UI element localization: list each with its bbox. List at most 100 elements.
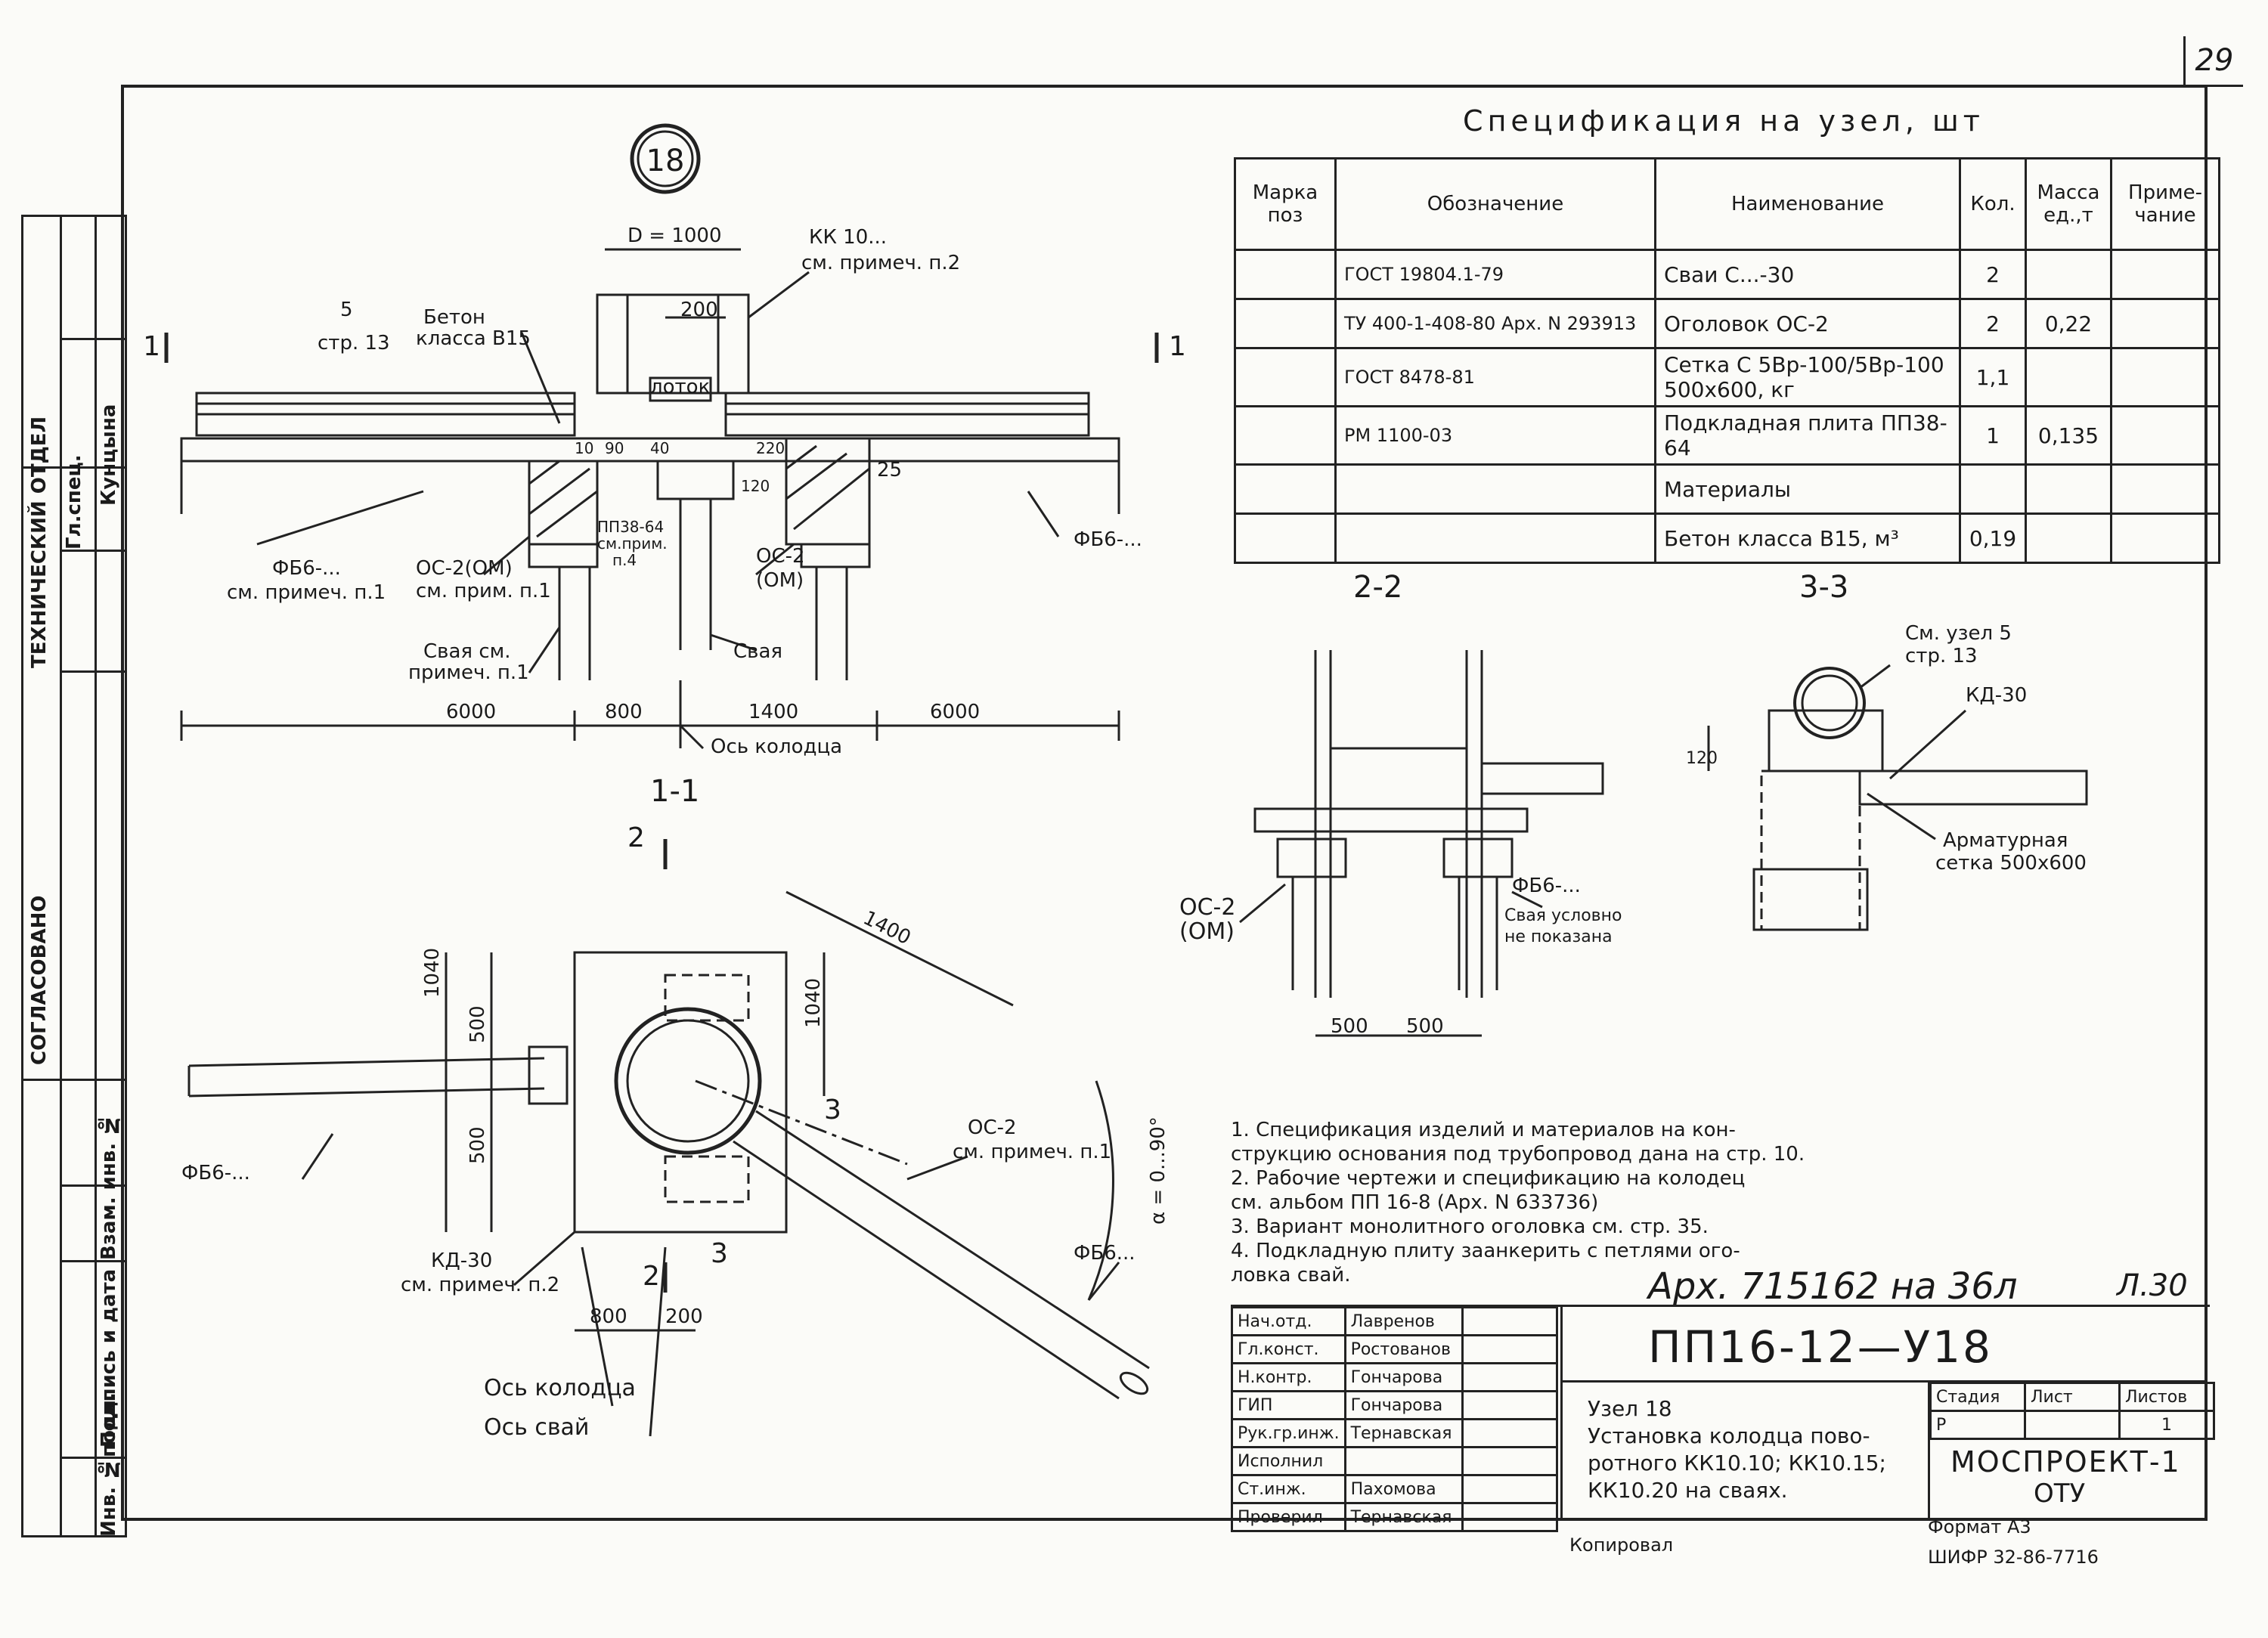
spec-header-designation: Обозначение [1334,157,1656,251]
dim-d90: 90 [605,439,624,457]
signer-role: Нач.отд. [1231,1306,1346,1336]
signer-row: Нач.отд.Лавренов [1231,1306,1558,1336]
node-number: 18 [646,144,685,178]
label-concrete-class: класса В15 [416,327,531,350]
dim-d25: 25 [877,459,902,481]
label-kd30-plan: КД-30 [431,1249,492,1272]
spec-cell-pos [1234,347,1337,407]
side-strip: ТЕХНИЧЕСКИЙ ОТДЕЛ Гл.спец. Кунцына СОГЛА… [21,215,127,1537]
label-fb6-plan-left: ФБ6-... [181,1162,250,1184]
label-kd30-plan-note: см. примеч. п.2 [401,1274,559,1296]
copied-label: Копировал [1569,1534,1674,1556]
dim-1040-right: 1040 [802,978,825,1028]
label-os2-om: (ОМ) [756,569,804,592]
signer-role: Гл.конст. [1231,1334,1346,1364]
spec-title: Спецификация на узел, шт [1463,104,1984,138]
signer-row: Н.контр.Гончарова [1231,1362,1558,1392]
spec-cell-mass [2025,347,2112,407]
signer-role: ГИП [1231,1390,1346,1420]
section-3-3-title: 3-3 [1799,570,1848,605]
signature-cell [1461,1306,1558,1336]
signer-row: Ст.инж.Пахомова [1231,1474,1558,1504]
label-pile: Свая [733,640,782,663]
label-concrete: Бетон [423,306,485,329]
stage-value: Р [1929,1410,2026,1440]
spec-cell-designation [1334,463,1656,515]
spec-cell-pos [1234,405,1337,466]
label-pile-note: примеч. п.1 [408,661,529,684]
signature-cell [1461,1418,1558,1448]
spec-row: Материалы [1234,463,2220,515]
dim-500-b: 500 [1406,1015,1444,1038]
spec-cell-designation: ГОСТ 19804.1-79 [1334,249,1656,300]
label-fb6-plan-right: ФБ6... [1074,1242,1136,1265]
label-os2-plan-note: см. примеч. п.1 [953,1141,1111,1163]
cut-mark-1-left: 1 [143,331,160,362]
signer-name: Пахомова [1343,1474,1464,1504]
spec-cell-name: Бетон класса В15, м³ [1654,512,1961,564]
signer-name: Гончарова [1343,1390,1464,1420]
spec-cell-name: Оголовок ОС-2 [1654,298,1961,349]
spec-cell-name: Сетка С 5Вр-100/5Вр-100 500х600, кг [1654,347,1961,407]
spec-cell-note [2110,512,2220,564]
signer-name: Гончарова [1343,1362,1464,1392]
signer-role: Проверил [1231,1502,1346,1532]
label-fb6-note: см. примеч. п.1 [227,581,386,604]
dim-6000-left: 6000 [446,701,496,723]
dim-d220: 220 [756,439,785,457]
label-om-sec22: (ОМ) [1179,918,1235,945]
label-pile-hidden: Свая условно [1504,906,1622,925]
signer-role: Исполнил [1231,1446,1346,1476]
signature-cell [1461,1362,1558,1392]
label-pp38-note2: п.4 [612,551,637,569]
spec-cell-note [2110,463,2220,515]
sheet-header: Лист [2024,1382,2121,1412]
sheet-value [2024,1410,2121,1440]
spec-header-note: Приме- чание [2110,157,2220,251]
spec-cell-note [2110,347,2220,407]
signer-row: Рук.гр.инж.Тернавская [1231,1418,1558,1448]
signer-row: Гл.конст.Ростованов [1231,1334,1558,1364]
label-fb6-right: ФБ6-... [1074,528,1142,551]
signature-cell [1461,1390,1558,1420]
section-2-2-title: 2-2 [1353,570,1402,605]
label-angle: α = 0...90° [1147,1116,1170,1225]
label-kd30: КД-30 [1966,684,2027,707]
note-line: струкцию основания под трубопровод дана … [1231,1143,1805,1166]
label-pile-see: Свая см. [423,640,511,663]
desc-line: ротного КК10.10; КК10.15; [1588,1451,1886,1475]
spec-cell-note [2110,298,2220,349]
sheet-ref: Л.30 [2117,1268,2188,1303]
spec-header-qty: Кол. [1959,157,2027,251]
note-line: 3. Вариант монолитного оголовка см. стр.… [1231,1215,1709,1238]
sheets-value: 1 [2118,1410,2215,1440]
spec-cell-pos [1234,512,1337,564]
stage-table: Стадия Лист Листов Р 1 [1929,1382,2215,1440]
label-os2-plan: ОС-2 [968,1116,1017,1139]
signature-cell [1461,1474,1558,1504]
drawing-description: Узел 18 Установка колодца пово- ротного … [1588,1395,1886,1504]
spec-header-mass: Масса ед.,т [2025,157,2112,251]
dim-500-c: 500 [466,1005,489,1043]
spec-table: Марка поз Обозначение Наименование Кол. … [1234,157,2220,564]
label-os2-sec22: ОС-2 [1179,894,1235,921]
spec-cell-mass [2025,249,2112,300]
spec-cell-qty: 1 [1959,405,2027,466]
spec-cell-name: Материалы [1654,463,1961,515]
label-mesh2: сетка 500х600 [1935,852,2087,875]
signer-role: Н.контр. [1231,1362,1346,1392]
spec-cell-pos [1234,298,1337,349]
format-label: Формат А3 [1928,1516,2031,1537]
dim-6000-right: 6000 [930,701,980,723]
spec-header-row: Марка поз Обозначение Наименование Кол. … [1234,157,2220,251]
note-line: ловка свай. [1231,1264,1351,1287]
dim-1040-left: 1040 [421,948,444,998]
spec-cell-qty [1959,463,2027,515]
label-node5: См. узел 5 [1905,622,2012,645]
dim-d10: 10 [575,439,593,457]
cut-mark-3-top: 3 [824,1095,841,1126]
label-pile-axis: Ось свай [484,1414,589,1441]
